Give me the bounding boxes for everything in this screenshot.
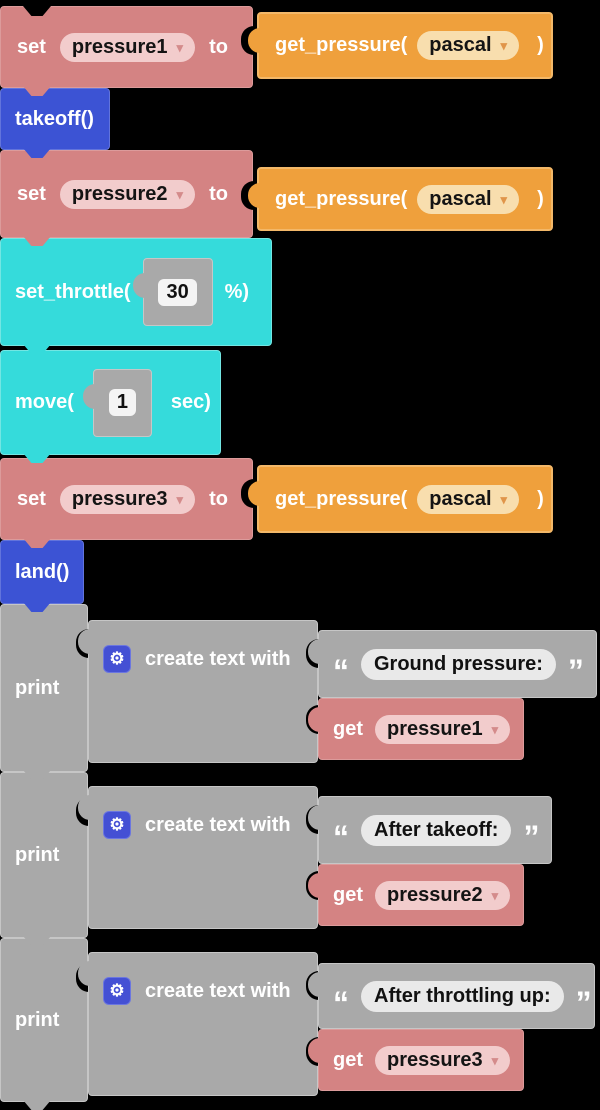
block-get-pressure-2[interactable]: get_pressure( pascal ▾ ) bbox=[248, 167, 553, 231]
create-text-with-label: create text with bbox=[145, 647, 291, 670]
block-text-after-throttling-up[interactable]: “ After throttling up: ” bbox=[308, 963, 595, 1029]
mutator-gear-icon[interactable]: ⚙ bbox=[103, 811, 131, 839]
variable-dropdown-label: pressure2 bbox=[71, 182, 168, 205]
get-pressure-label: get_pressure( bbox=[275, 187, 408, 210]
variable-dropdown-pressure2[interactable]: pressure2 ▾ bbox=[375, 880, 511, 910]
variable-dropdown-label: pressure3 bbox=[387, 1048, 483, 1071]
block-land[interactable]: land() bbox=[0, 540, 84, 604]
get-keyword: get bbox=[333, 883, 363, 906]
get-keyword: get bbox=[333, 717, 363, 740]
variable-dropdown-label: pressure1 bbox=[71, 35, 168, 58]
dropdown-arrow-icon: ▾ bbox=[176, 186, 184, 202]
variable-dropdown-pressure2[interactable]: pressure2 ▾ bbox=[59, 179, 196, 209]
variable-dropdown-label: pressure3 bbox=[71, 487, 168, 510]
block-get-pressure-1[interactable]: get_pressure( pascal ▾ ) bbox=[248, 12, 553, 79]
unit-dropdown-label: pascal bbox=[429, 487, 492, 510]
dropdown-arrow-icon: ▾ bbox=[500, 491, 508, 507]
get-pressure-label: get_pressure( bbox=[275, 34, 408, 56]
land-label: land() bbox=[15, 560, 70, 583]
percent-paren-label: %) bbox=[224, 280, 250, 303]
dropdown-arrow-icon: ▾ bbox=[491, 887, 499, 903]
dropdown-arrow-icon: ▾ bbox=[491, 721, 499, 737]
block-number-1[interactable]: 1 bbox=[82, 368, 152, 437]
block-text-ground-pressure[interactable]: “ Ground pressure: ” bbox=[308, 630, 597, 698]
block-print-2[interactable]: print bbox=[0, 772, 89, 938]
print-label: print bbox=[15, 843, 60, 866]
block-set-throttle[interactable]: set_throttle( 30 %) bbox=[0, 238, 272, 346]
mutator-gear-icon[interactable]: ⚙ bbox=[103, 645, 131, 673]
unit-dropdown-label: pascal bbox=[429, 187, 492, 210]
takeoff-label: takeoff() bbox=[15, 107, 94, 130]
block-create-text-with-3[interactable]: ⚙ create text with bbox=[78, 952, 319, 1096]
unit-dropdown-pascal[interactable]: pascal ▾ bbox=[417, 31, 520, 60]
block-print-1[interactable]: print bbox=[0, 604, 89, 772]
close-paren-label: ) bbox=[537, 187, 544, 210]
unit-dropdown-pascal[interactable]: pascal ▾ bbox=[417, 484, 520, 514]
dropdown-arrow-icon: ▾ bbox=[491, 1052, 499, 1068]
move-label: move( bbox=[15, 391, 74, 413]
variable-dropdown-pressure3[interactable]: pressure3 ▾ bbox=[59, 484, 196, 514]
create-text-with-label: create text with bbox=[145, 813, 291, 836]
block-get-pressure2-variable[interactable]: get pressure2 ▾ bbox=[308, 864, 524, 926]
get-pressure-label: get_pressure( bbox=[275, 487, 408, 510]
set-throttle-label: set_throttle( bbox=[15, 280, 131, 303]
unit-dropdown-pascal[interactable]: pascal ▾ bbox=[417, 184, 520, 214]
variable-dropdown-pressure1[interactable]: pressure1 ▾ bbox=[59, 32, 196, 62]
block-get-pressure3-variable[interactable]: get pressure3 ▾ bbox=[308, 1029, 524, 1091]
text-field[interactable]: Ground pressure: bbox=[361, 648, 556, 680]
sec-paren-label: sec) bbox=[170, 391, 211, 413]
block-get-pressure1-variable[interactable]: get pressure1 ▾ bbox=[308, 698, 524, 760]
variable-dropdown-label: pressure2 bbox=[387, 883, 483, 906]
mutator-gear-icon[interactable]: ⚙ bbox=[103, 977, 131, 1005]
block-create-text-with-1[interactable]: ⚙ create text with bbox=[78, 620, 319, 763]
block-set-pressure2[interactable]: set pressure2 ▾ to bbox=[0, 150, 254, 238]
block-number-30[interactable]: 30 bbox=[132, 258, 213, 326]
get-keyword: get bbox=[333, 1048, 363, 1071]
block-get-pressure-3[interactable]: get_pressure( pascal ▾ ) bbox=[248, 465, 553, 533]
to-keyword: to bbox=[209, 35, 228, 58]
dropdown-arrow-icon: ▾ bbox=[500, 191, 508, 207]
print-label: print bbox=[15, 676, 60, 699]
number-field[interactable]: 30 bbox=[158, 278, 197, 306]
block-create-text-with-2[interactable]: ⚙ create text with bbox=[78, 786, 319, 929]
unit-dropdown-label: pascal bbox=[429, 34, 492, 56]
dropdown-arrow-icon: ▾ bbox=[176, 39, 184, 55]
variable-dropdown-label: pressure1 bbox=[387, 717, 483, 740]
block-takeoff[interactable]: takeoff() bbox=[0, 88, 110, 150]
text-field[interactable]: After throttling up: bbox=[361, 980, 564, 1012]
set-keyword: set bbox=[17, 182, 46, 205]
block-set-pressure3[interactable]: set pressure3 ▾ to bbox=[0, 458, 254, 540]
to-keyword: to bbox=[209, 487, 228, 510]
print-label: print bbox=[15, 1008, 60, 1031]
set-keyword: set bbox=[17, 35, 46, 58]
close-paren-label: ) bbox=[537, 487, 544, 510]
to-keyword: to bbox=[209, 182, 228, 205]
set-keyword: set bbox=[17, 487, 46, 510]
text-field[interactable]: After takeoff: bbox=[361, 814, 512, 846]
variable-dropdown-pressure1[interactable]: pressure1 ▾ bbox=[375, 714, 511, 744]
create-text-with-label: create text with bbox=[145, 979, 291, 1002]
block-print-3[interactable]: print bbox=[0, 938, 89, 1102]
close-paren-label: ) bbox=[537, 34, 544, 56]
dropdown-arrow-icon: ▾ bbox=[500, 38, 508, 53]
dropdown-arrow-icon: ▾ bbox=[176, 491, 184, 507]
block-text-after-takeoff[interactable]: “ After takeoff: ” bbox=[308, 796, 552, 864]
number-field[interactable]: 1 bbox=[108, 389, 136, 416]
block-move[interactable]: move( 1 sec) bbox=[0, 350, 221, 455]
block-set-pressure1[interactable]: set pressure1 ▾ to bbox=[0, 6, 254, 88]
variable-dropdown-pressure3[interactable]: pressure3 ▾ bbox=[375, 1045, 511, 1075]
